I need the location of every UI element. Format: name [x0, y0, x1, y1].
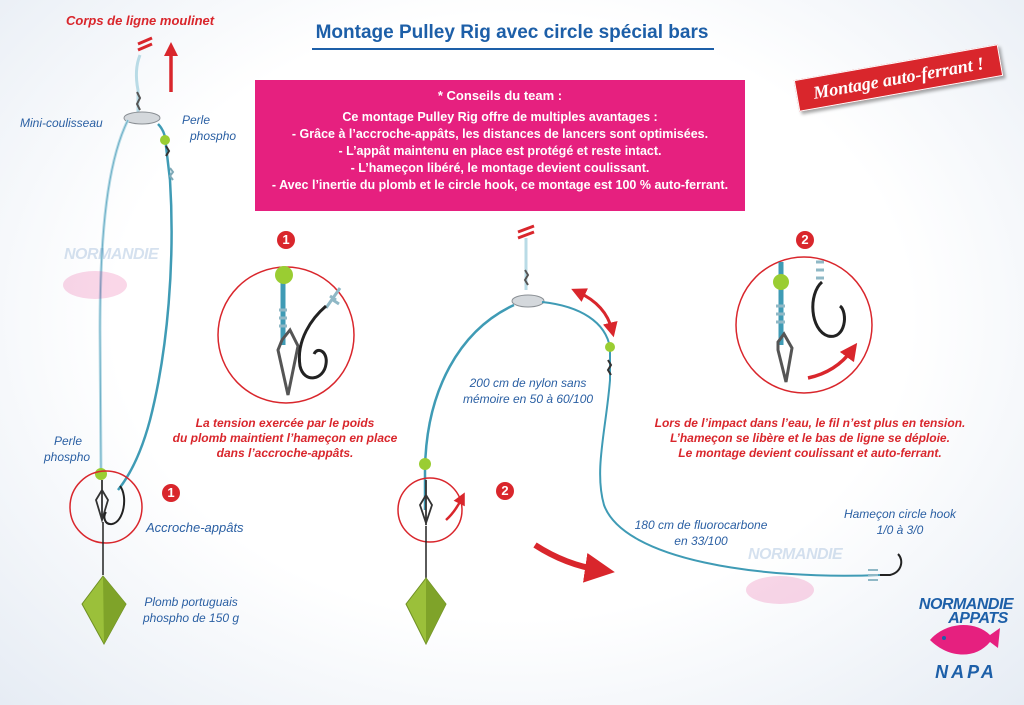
- motion-arrow-big: [533, 542, 615, 583]
- logo-fish-icon: [930, 624, 1000, 655]
- nylon-arc: [423, 303, 515, 510]
- caption-right: Lors de l’impact dans l’eau, le fil n’es…: [654, 416, 966, 460]
- arrow-up-icon: [164, 42, 178, 92]
- snood-left: [117, 123, 173, 491]
- middle-rig: [397, 224, 903, 646]
- label-perle-top: Perle phospho: [182, 113, 237, 143]
- tips-line: Ce montage Pulley Rig offre de multiples…: [342, 110, 658, 124]
- zoom2-arrow: [807, 342, 858, 380]
- marker-1-top: 1: [277, 231, 295, 249]
- label-corps-de-ligne: Corps de ligne moulinet: [66, 13, 215, 28]
- label-nylon: 200 cm de nylon sans mémoire en 50 à 60/…: [462, 376, 594, 406]
- watermark-text-left: NORMANDIE: [64, 246, 159, 263]
- zoom-detail-2: [735, 256, 873, 394]
- mini-coulisseau-shape: [123, 111, 161, 125]
- tips-heading: * Conseils du team :: [437, 88, 563, 103]
- perle-bottom-bead: [95, 468, 107, 480]
- caption-left: La tension exercée par le poids du plomb…: [172, 416, 398, 460]
- motion-arrow-small: [445, 492, 465, 521]
- marker-2-top: 2: [796, 231, 814, 249]
- motion-arrow-top: [571, 288, 618, 338]
- label-fluoro: 180 cm de fluorocarbone en 33/100: [634, 518, 768, 548]
- cut-mark-icon: [137, 36, 153, 52]
- tips-line: - Avec l’inertie du plomb et le circle h…: [271, 178, 729, 192]
- title-underline: [312, 48, 714, 50]
- marker-2-mid: 2: [496, 482, 514, 500]
- tips-line: - L’appât maintenu en place est protégé …: [338, 144, 662, 158]
- label-perle-bottom: Perle phospho: [44, 434, 91, 464]
- swivel: [135, 91, 142, 111]
- marker-1-left: 1: [162, 484, 180, 502]
- perle-mid-bead: [605, 342, 615, 352]
- left-rig: [69, 36, 178, 646]
- zoom-circle-left: [69, 470, 143, 544]
- watermark-right: [746, 576, 814, 604]
- zoom-circle-mid: [397, 477, 463, 543]
- zoom1-bead: [275, 266, 293, 284]
- watermark-left: [63, 271, 127, 299]
- label-plomb: Plomb portuguais phospho de 150 g: [143, 595, 240, 625]
- main-line: [134, 54, 142, 112]
- label-accroche: Accroche-appâts: [146, 520, 244, 535]
- zoom-detail-1: [217, 266, 355, 404]
- tips-box: * Conseils du team : Ce montage Pulley R…: [255, 80, 745, 211]
- coulisseau-mid: [511, 294, 545, 308]
- circle-hook: [880, 553, 903, 576]
- tips-line: - L’hameçon libéré, le montage devient c…: [350, 161, 650, 175]
- watermark-text-right: NORMANDIE: [748, 546, 843, 563]
- label-hook: Hameçon circle hook 1/0 à 3/0: [843, 507, 957, 537]
- label-mini-coulisseau: Mini-coulisseau: [20, 116, 103, 130]
- cut-mark-mid-icon: [517, 224, 535, 240]
- tips-line: - Grâce à l’accroche-appâts, les distanc…: [291, 127, 709, 141]
- perle-top-bead: [160, 135, 170, 145]
- brand-logo: NORMANDIE APPATS NAPA: [918, 596, 1014, 683]
- page-title: Montage Pulley Rig avec circle spécial b…: [315, 22, 709, 43]
